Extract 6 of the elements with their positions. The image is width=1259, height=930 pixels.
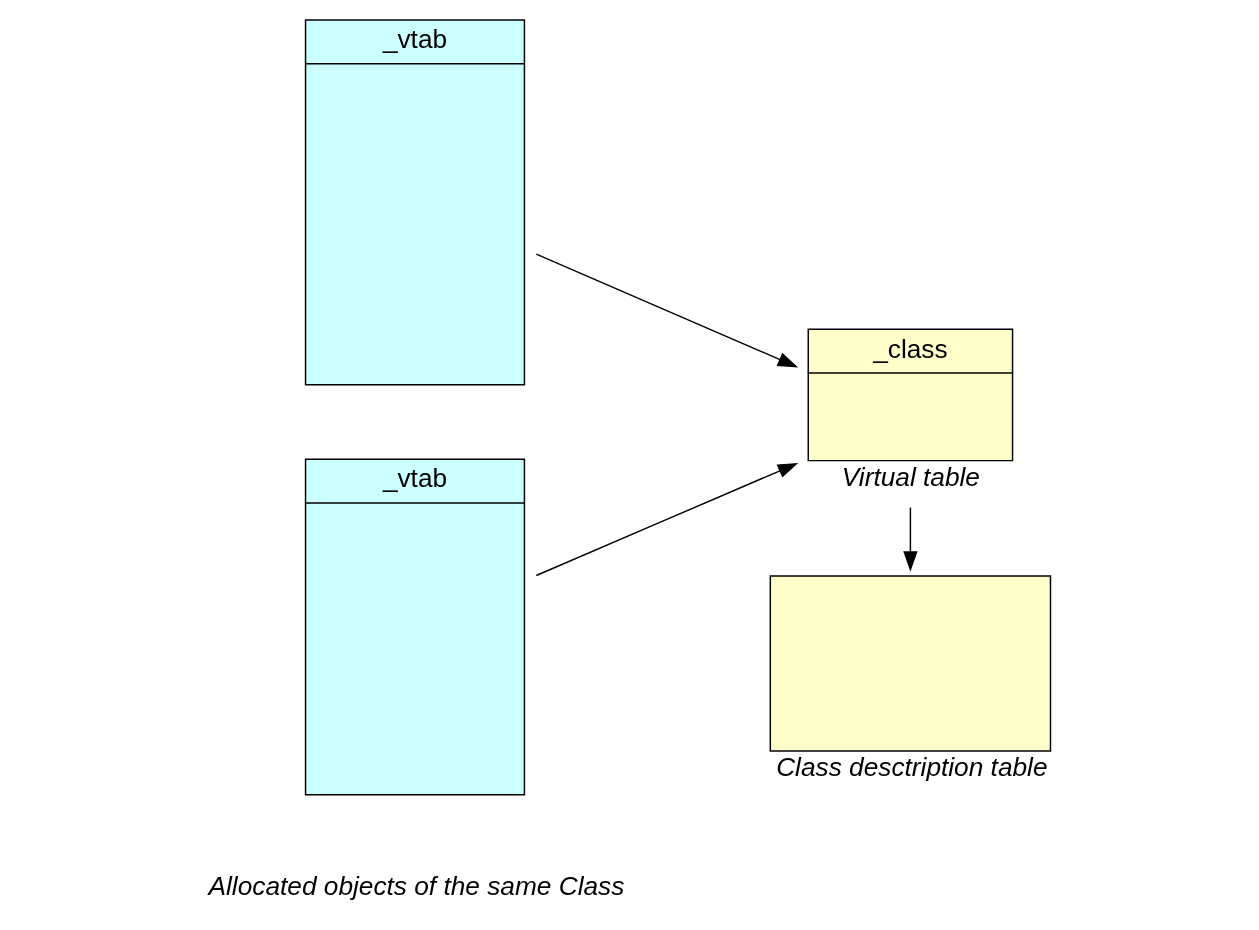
- node-label: Virtual table: [841, 462, 980, 493]
- node-label: Class desctription table: [776, 752, 1048, 783]
- label: Allocated objects of the same Class: [208, 870, 625, 901]
- arrow: [903, 506, 918, 572]
- arrow: [535, 462, 799, 577]
- arrow: [535, 253, 799, 368]
